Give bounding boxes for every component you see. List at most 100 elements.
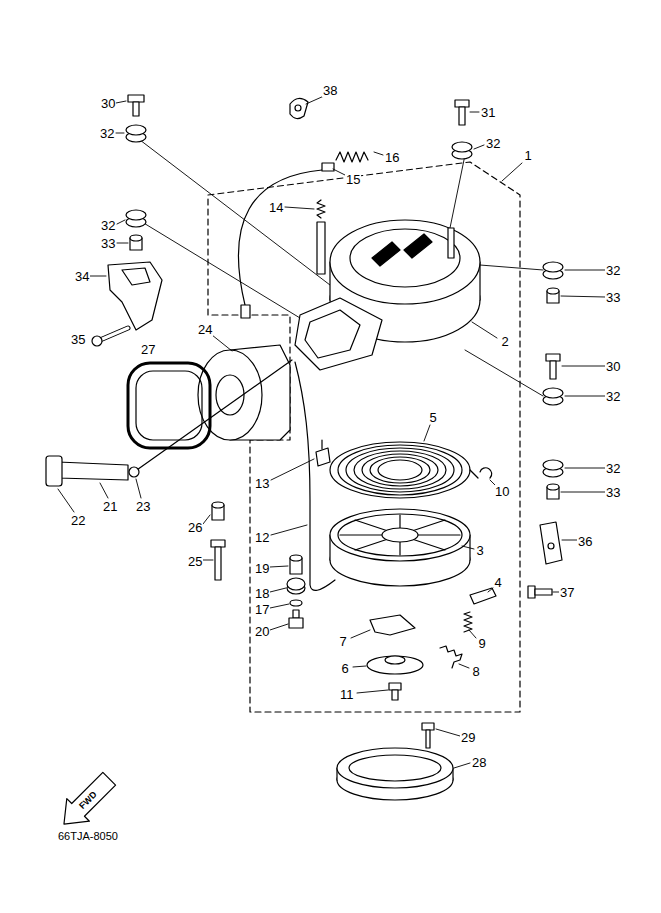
fastener-stack	[289, 618, 303, 628]
drawing-code: 66TJA-8050	[57, 831, 119, 842]
leader-line	[285, 207, 314, 209]
leader-line	[469, 630, 476, 638]
recoil-spring	[470, 470, 478, 478]
collar	[547, 288, 559, 499]
leader-line	[562, 540, 577, 541]
callout-number: 30	[100, 97, 116, 110]
leader-line	[561, 492, 605, 493]
starter-drum	[382, 528, 418, 542]
circlip	[480, 468, 492, 478]
pawl	[470, 588, 496, 604]
choke-cable	[238, 163, 334, 318]
leader-line	[58, 489, 74, 512]
cable-clip	[290, 98, 308, 118]
bolt	[389, 683, 401, 700]
leader-line	[459, 664, 469, 668]
mount-bracket	[108, 262, 162, 330]
bolt	[528, 586, 535, 598]
drive-plate	[367, 615, 423, 674]
mount-bracket	[108, 262, 162, 330]
bolt	[128, 95, 144, 102]
callout-number: 35	[70, 333, 86, 346]
choke-cable	[241, 305, 250, 318]
rope-guide	[198, 350, 262, 440]
starter-housing	[330, 220, 480, 304]
forward-arrow	[53, 767, 121, 835]
handle-ring	[136, 371, 202, 440]
bolt	[392, 690, 398, 700]
callout-number: 5	[429, 411, 438, 424]
recoil-spring	[370, 457, 430, 483]
handle-ring	[128, 363, 210, 448]
grommet	[543, 262, 563, 272]
leader-line	[502, 163, 522, 181]
collar	[212, 502, 224, 508]
cable-clip	[295, 105, 301, 111]
mount-line	[450, 155, 465, 228]
callout-number: 19	[254, 562, 270, 575]
starter-drum	[330, 509, 470, 561]
circlip	[480, 468, 492, 478]
grommet	[126, 125, 146, 135]
callout-number: 32	[605, 264, 621, 277]
leader-line	[270, 624, 288, 630]
mount-line	[480, 265, 543, 270]
bolt	[100, 328, 128, 340]
collar	[130, 235, 142, 241]
starter-housing	[295, 220, 480, 370]
leader-line	[470, 112, 479, 113]
leader-line	[117, 243, 128, 244]
small-spring	[317, 200, 325, 218]
recoil-spring	[362, 454, 438, 486]
bolt	[528, 586, 552, 598]
recoil-spring	[354, 451, 446, 489]
starter-drum	[330, 509, 470, 586]
leader-line	[462, 546, 474, 549]
cable-bracket	[548, 543, 554, 549]
callout-number: 33	[100, 237, 116, 250]
bolt	[100, 328, 128, 340]
leader-line	[271, 525, 307, 535]
callout-number: 14	[268, 201, 284, 214]
mount-line	[465, 350, 543, 396]
cable-bracket	[540, 522, 562, 564]
leader-line	[117, 220, 125, 224]
bolt	[389, 683, 401, 690]
pawl-spring	[440, 646, 462, 668]
fastener-stack	[293, 610, 299, 618]
starter-drum	[355, 520, 445, 550]
bolt	[459, 107, 465, 125]
starter-handle	[46, 456, 62, 486]
fastener-stack	[290, 555, 302, 561]
bolt	[128, 95, 469, 125]
mount-bracket	[122, 268, 150, 285]
leader-line	[333, 169, 345, 175]
leader-line	[90, 276, 106, 277]
starter-housing	[305, 310, 360, 358]
callout-number: 27	[140, 343, 156, 356]
fastener-stack	[290, 600, 302, 606]
leader-line	[565, 270, 605, 271]
grommet	[126, 125, 472, 227]
callout-number: 25	[187, 555, 203, 568]
callout-number: 2	[501, 335, 510, 348]
callout-number: 9	[478, 637, 487, 650]
bolt	[546, 354, 560, 379]
drive-plate	[370, 615, 415, 635]
callout-number: 29	[460, 731, 476, 744]
bolt	[92, 336, 102, 346]
rope-peg	[321, 440, 322, 449]
leader-line	[270, 588, 286, 592]
mount-line	[142, 222, 300, 318]
handle-ring	[128, 363, 210, 448]
leader-line	[374, 152, 383, 155]
callout-number: 37	[559, 586, 575, 599]
callout-number: 1	[524, 149, 533, 162]
callout-number: 24	[197, 323, 213, 336]
cable-bracket	[540, 522, 562, 564]
callout-number: 34	[74, 270, 90, 283]
callout-number: 10	[494, 485, 510, 498]
rope-line	[134, 360, 292, 472]
callout-number: 31	[480, 106, 496, 119]
starter-housing	[317, 222, 325, 274]
